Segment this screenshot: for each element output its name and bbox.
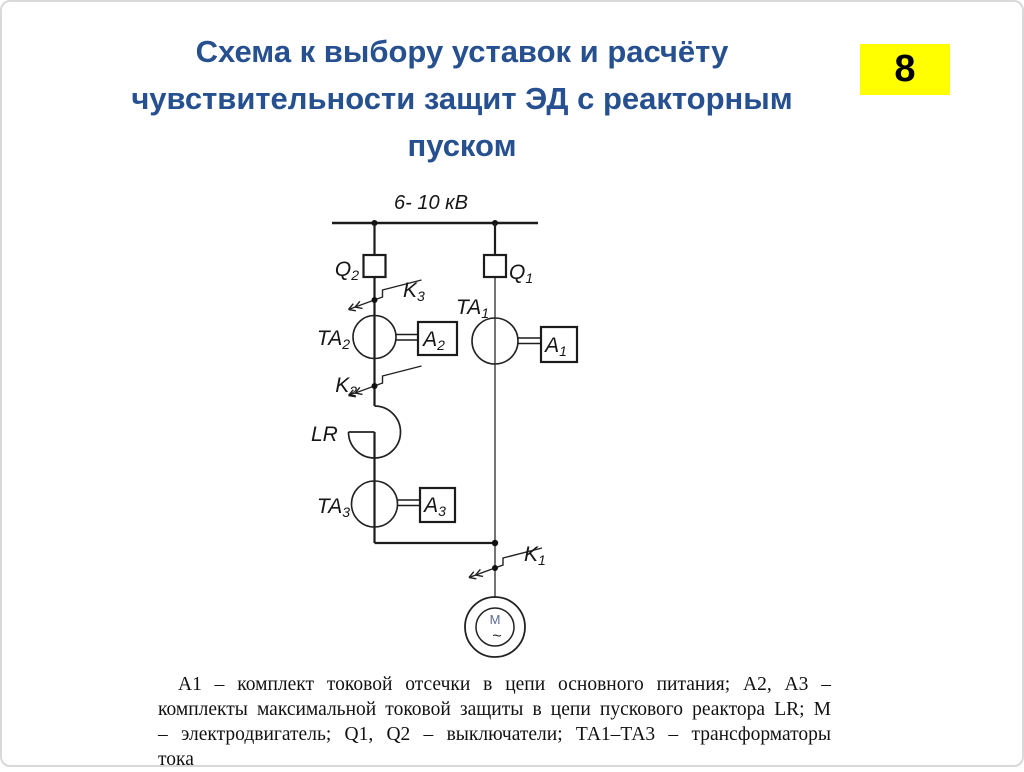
caption-line: А1 – комплект токовой отсечки в цепи осн… (178, 674, 831, 695)
relay-a1-box (539, 325, 579, 364)
relay-a2-label: A2 (421, 328, 445, 353)
motor-symbol: M ~ (464, 596, 526, 658)
ct-ta3 (350, 480, 399, 528)
relay-a1-label: A1 (543, 334, 567, 359)
title-line: пуском (407, 128, 517, 163)
title-line: чувствительности защит ЭД с реакторным (131, 81, 793, 116)
circuit-diagram: 6- 10 кВ Q2 Q1 K3 TA2 A2 TA1 A1 K2 (311, 192, 579, 658)
ct-ta3-label: TA3 (317, 495, 350, 520)
caption-line: тока (158, 749, 194, 770)
page-number-badge: 8 (860, 44, 950, 95)
reactor-lr-label: LR (311, 423, 338, 446)
caption-line: – электродвигатель; Q1, Q2 – выключатели… (158, 724, 831, 745)
fault-k1-label: K1 (524, 543, 546, 568)
fault-k3-label: K3 (403, 279, 425, 304)
figure-caption: А1 – комплект токовой отсечки в цепи осн… (158, 672, 831, 772)
motor-wave: ~ (492, 628, 501, 645)
relay-a3-label: A3 (422, 494, 446, 519)
fault-k2-label: K2 (335, 374, 357, 399)
fault-marker-k3 (347, 279, 422, 312)
slide-title: Схема к выбору уставок и расчёту чувстви… (62, 28, 862, 169)
ct-ta1 (471, 317, 519, 365)
bus-voltage-label: 6- 10 кВ (394, 192, 468, 214)
reactor-lr (347, 405, 402, 459)
breaker-q1 (482, 253, 508, 279)
title-line: Схема к выбору уставок и расчёту (195, 34, 729, 69)
breaker-q2 (362, 253, 387, 279)
fault-marker-k1 (468, 547, 543, 580)
breaker-q1-label: Q1 (509, 261, 533, 286)
caption-line: комплекты максимальной токовой защиты в … (158, 699, 831, 720)
motor-letter: M (490, 612, 501, 627)
fault-marker-k2 (347, 365, 422, 398)
junction-dot (491, 539, 499, 547)
breaker-q2-label: Q2 (335, 258, 359, 283)
ct-ta1-label: TA1 (456, 296, 489, 321)
relay-a2-box (416, 320, 459, 357)
ct-ta2 (352, 314, 397, 360)
relay-a3-box (418, 486, 457, 524)
ct-ta2-label: TA2 (317, 327, 350, 352)
